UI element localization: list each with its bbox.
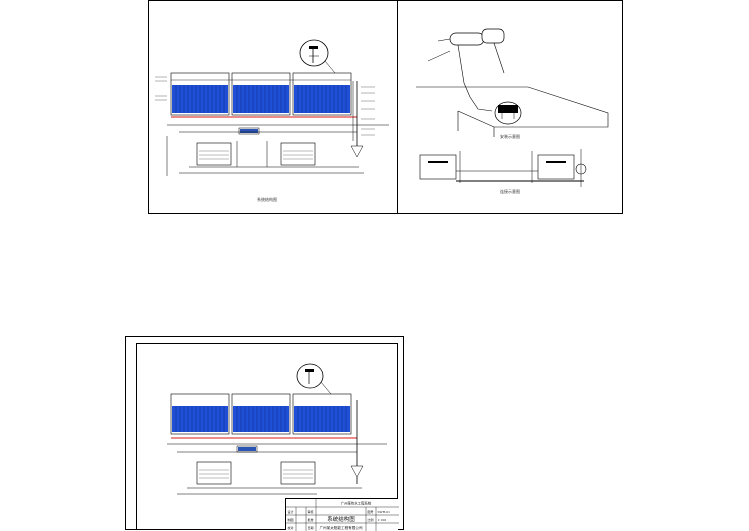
storage-tanks [179, 141, 364, 174]
tb-label-scale: 比例 [368, 517, 374, 522]
sheet-installation: 安装示意图 连接示意图 [397, 0, 623, 214]
sheet1-caption: 系统结构图 [257, 196, 277, 202]
tb-r1-a: 设计 [288, 509, 294, 514]
tb-scale: 1:100 [378, 518, 387, 522]
system-diagram-svg: 系统结构图 [155, 39, 389, 202]
title-block-drawing-title: 系统结构图 [327, 515, 355, 523]
tb-r2-a: 制图 [288, 517, 294, 522]
tb-r3-b: 日期 [308, 525, 314, 530]
tb-r1-b: 审核 [308, 509, 314, 514]
title-block-company: 广州某太阳能工程有限公司 [319, 525, 363, 530]
system-diagram-svg-2 [167, 363, 387, 495]
connection-diagram [419, 149, 587, 187]
inner-frame: 广州某热水工程系统 系统结构图 广州某太阳能工程有限公司 设计 审核 制图 批准… [136, 343, 399, 531]
title-block-project: 广州某热水工程系统 [341, 501, 372, 506]
sheet2-caption-bottom: 连接示意图 [500, 188, 520, 194]
tb-r2-b: 批准 [308, 517, 314, 522]
tb-label-drawing-no: 图号 [368, 509, 374, 514]
solar-collector-array [170, 72, 352, 116]
tb-r3-a: 校对 [288, 525, 294, 530]
installation-svg: 安装示意图 连接示意图 [416, 28, 609, 194]
title-block: 广州某热水工程系统 系统结构图 广州某太阳能工程有限公司 设计 审核 制图 批准… [285, 498, 399, 531]
sheet-drawing-with-titleblock: 广州某热水工程系统 系统结构图 广州某太阳能工程有限公司 设计 审核 制图 批准… [125, 336, 404, 531]
tb-drawing-no: SWH-01 [378, 510, 391, 514]
water-heater-unit [427, 28, 505, 84]
sheet-system-diagram: 系统结构图 [148, 0, 398, 214]
sheet2-caption-top: 安装示意图 [500, 133, 520, 139]
